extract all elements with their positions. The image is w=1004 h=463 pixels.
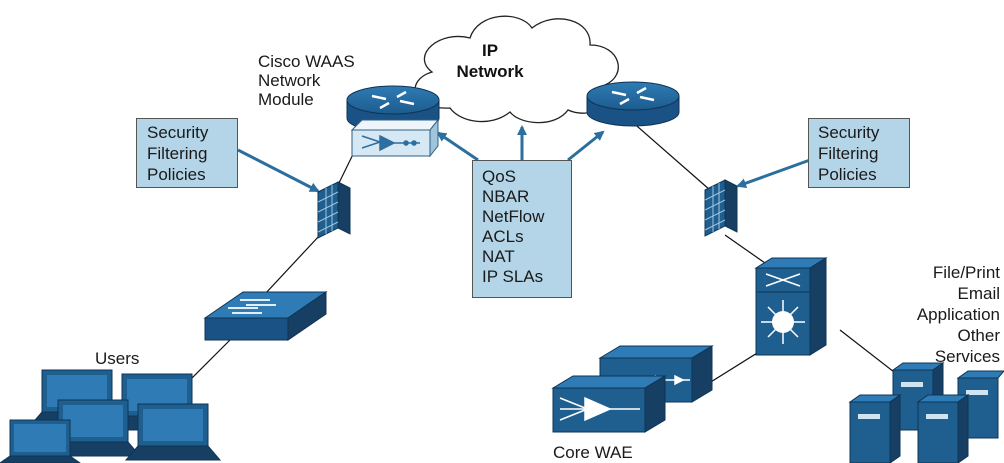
router-arrows-icon: [371, 90, 415, 110]
network-features-box: QoS NBAR NetFlow ACLs NAT IP SLAs: [472, 160, 572, 298]
core-router: [586, 81, 680, 127]
services-label: File/Print Email Application Other Servi…: [916, 263, 1000, 366]
router-arrows-icon: [611, 86, 655, 106]
ip-network-label: IP Network: [456, 41, 524, 81]
security-policies-left-box: Security Filtering Policies: [136, 118, 238, 188]
ip-network-cloud: [414, 15, 619, 124]
left-firewall-icon: [317, 181, 351, 239]
right-firewall-icon: [704, 179, 738, 237]
branch-switch-icon: [203, 291, 328, 341]
multilayer-switch-icon: [754, 257, 828, 356]
network-module-label: Cisco WAAS Network Module: [258, 52, 355, 109]
security-policies-right-box: Security Filtering Policies: [808, 118, 910, 188]
core-wae-label: Core WAE: [553, 443, 633, 462]
server-farm-icon: [848, 362, 1004, 463]
core-wae-appliance-icon: [551, 345, 714, 433]
waas-network-module-icon: [350, 118, 440, 158]
flow-arrows: [237, 125, 811, 193]
users-label: Users: [95, 349, 140, 368]
user-laptops-icon: [0, 369, 222, 463]
